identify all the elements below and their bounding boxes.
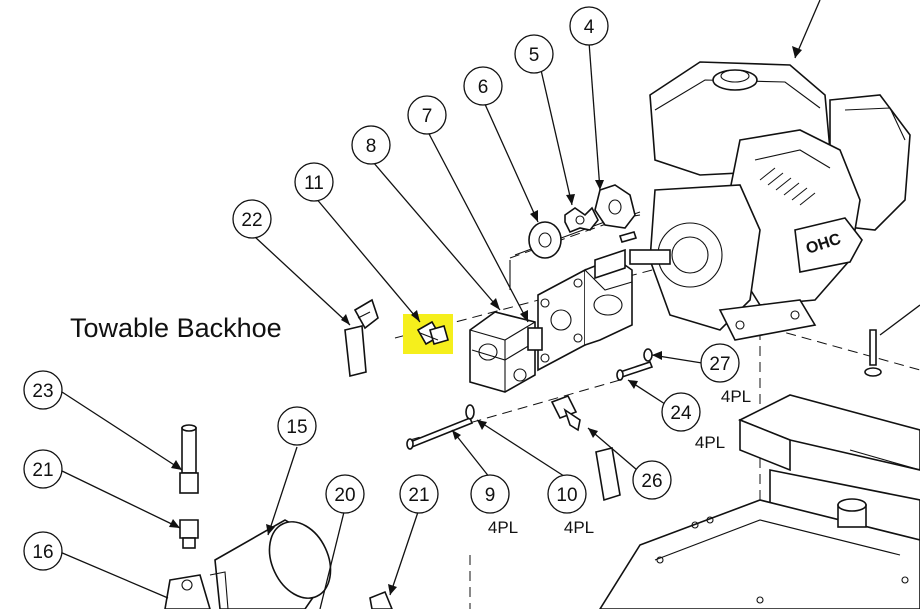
hose-fitting	[550, 394, 621, 502]
callout-balloon-26	[632, 460, 672, 500]
callout-balloon-9	[470, 474, 510, 514]
callout-number-9: 9	[485, 485, 496, 506]
trailer-frame	[599, 394, 920, 609]
callout-balloon-15	[277, 406, 317, 446]
callout-number-21a: 21	[408, 485, 429, 506]
callout-balloon-5	[514, 34, 554, 74]
callout-qty-24: 4PL	[695, 433, 725, 452]
filter-canister	[209, 519, 332, 609]
lower-fitting	[369, 590, 393, 609]
hydraulic-pump	[469, 311, 543, 393]
callout-number-27: 27	[709, 354, 730, 375]
callout-number-16: 16	[32, 542, 53, 563]
engine: OHC	[629, 0, 920, 377]
callout-number-4: 4	[584, 17, 595, 38]
callout-number-23: 23	[32, 381, 53, 402]
callout-balloon-8	[351, 125, 391, 165]
callout-number-26: 26	[641, 471, 662, 492]
highlighted-fitting	[403, 314, 453, 354]
callout-balloon-27	[700, 343, 740, 383]
leader-lines	[59, 41, 703, 609]
callout-balloon-11	[294, 162, 334, 202]
callout-number-15: 15	[286, 417, 307, 438]
callout-balloon-10	[547, 474, 587, 514]
callout-balloon-23	[23, 370, 63, 410]
callout-qty-27: 4PL	[721, 387, 751, 406]
callout-number-11: 11	[304, 173, 324, 194]
callout-balloon-16	[23, 531, 63, 571]
valve-fittings	[164, 424, 211, 609]
callout-number-22: 22	[241, 210, 262, 231]
callout-balloon-4	[569, 6, 609, 46]
callout-number-24: 24	[670, 403, 692, 424]
callout-number-10: 10	[556, 485, 577, 506]
callout-number-6: 6	[478, 77, 489, 98]
callout-balloon-6	[463, 66, 503, 106]
bolts-hardware	[406, 348, 654, 450]
callout-balloon-20	[325, 474, 365, 514]
callout-qty-9: 4PL	[488, 518, 518, 537]
callout-qty-10: 4PL	[564, 518, 594, 537]
callout-balloon-22	[232, 199, 272, 239]
diagram-title: Towable Backhoe	[70, 313, 282, 343]
callout-balloon-21a	[399, 474, 439, 514]
callout-number-20: 20	[334, 485, 355, 506]
elbow-fitting	[344, 298, 379, 377]
callout-number-21b: 21	[32, 460, 53, 481]
mounting-bracket	[537, 248, 633, 372]
callout-balloon-7	[407, 95, 447, 135]
callout-balloon-21b	[23, 449, 63, 489]
callout-number-7: 7	[422, 106, 433, 127]
callout-balloon-24	[661, 392, 701, 432]
coupling-assembly	[509, 184, 641, 290]
callout-number-8: 8	[366, 136, 377, 157]
callout-number-5: 5	[529, 45, 540, 66]
